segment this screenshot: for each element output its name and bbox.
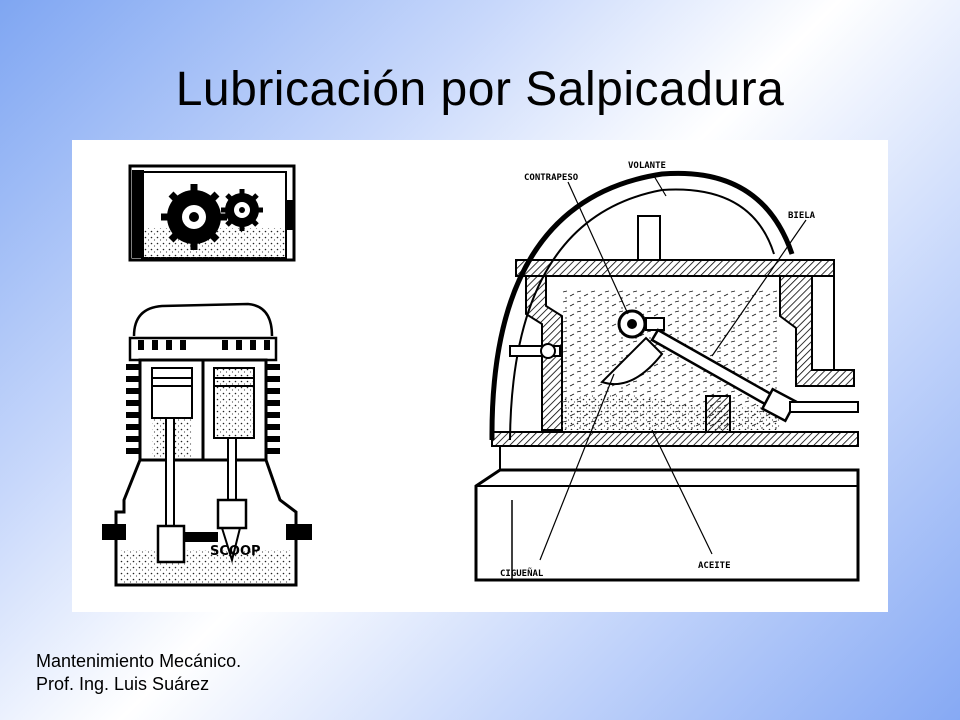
- slide-footer: Mantenimiento Mecánico. Prof. Ing. Luis …: [36, 650, 241, 696]
- contrapeso-label: CONTRAPESO: [524, 173, 579, 183]
- scoop-label: SCOOP: [210, 544, 261, 559]
- engine-cutaway-drawing: SCOOP: [102, 302, 312, 587]
- biela-label: BIELA: [788, 211, 816, 221]
- small-gear-icon: [221, 189, 263, 231]
- gearbox-drawing: [128, 164, 296, 262]
- ciguenal-label: CIGUEÑAL: [500, 568, 544, 579]
- splash-crankcase-drawing: CONTRAPESO VOLANTE BIELA CIGUEÑAL ACEITE: [474, 161, 860, 582]
- footer-author: Prof. Ing. Luis Suárez: [36, 674, 210, 694]
- aceite-label: ACEITE: [698, 561, 731, 571]
- footer-course: Mantenimiento Mecánico.: [36, 651, 242, 671]
- volante-label: VOLANTE: [628, 161, 666, 171]
- large-gear-icon: [161, 184, 227, 250]
- lubrication-figure: SCOOP: [72, 140, 888, 612]
- slide-title: Lubricación por Salpicadura: [175, 63, 785, 116]
